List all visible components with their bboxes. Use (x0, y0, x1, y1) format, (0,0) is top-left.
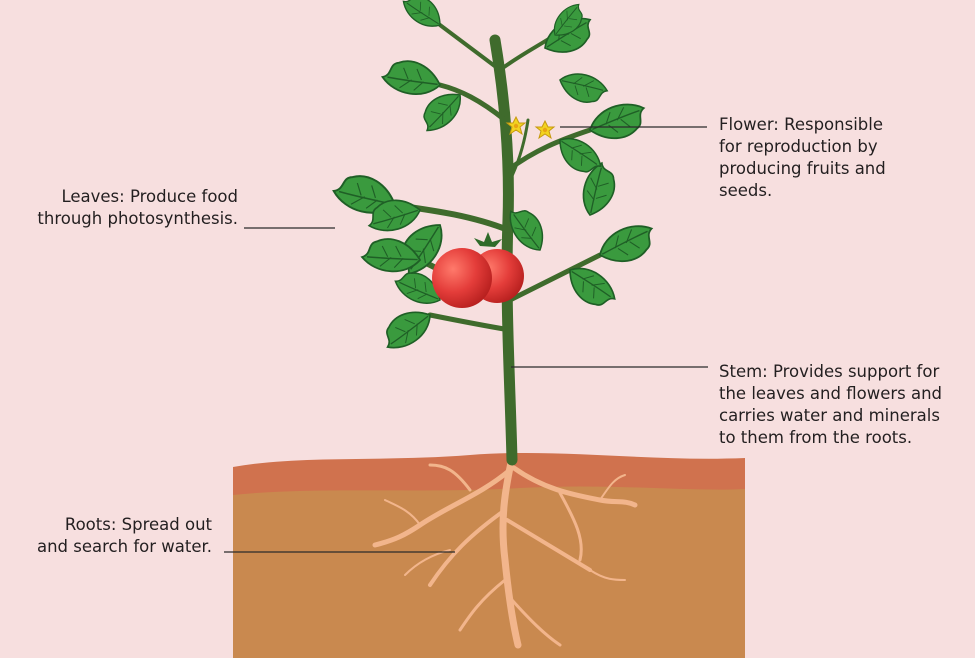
flower-label: Flower: Responsible for reproduction by … (719, 114, 969, 202)
stem-label: Stem: Provides support for the leaves an… (719, 361, 975, 449)
tomato-front (432, 248, 492, 308)
flowers (507, 117, 554, 138)
roots-label: Roots: Spread out and search for water. (0, 514, 212, 558)
leaves-label: Leaves: Produce food through photosynthe… (0, 186, 238, 230)
